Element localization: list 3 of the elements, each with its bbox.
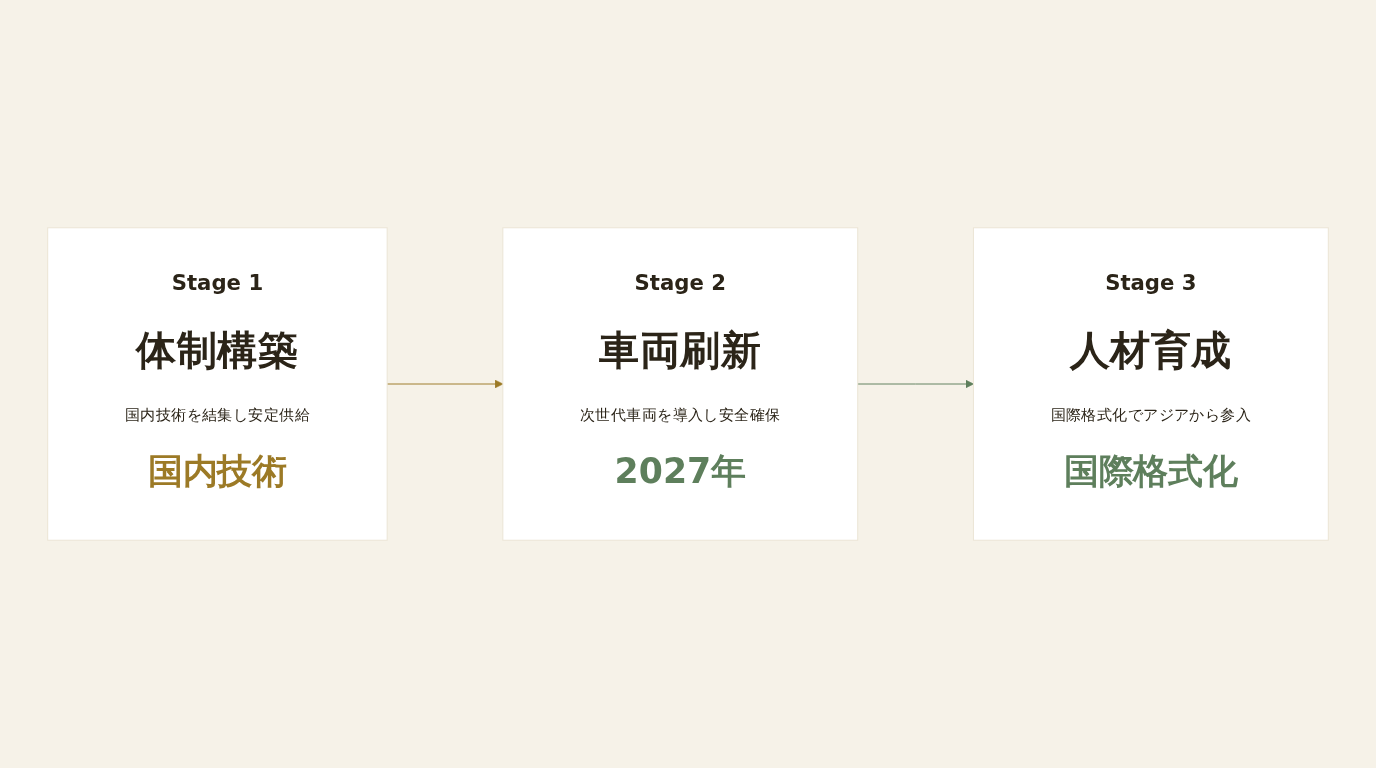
node-box: Stage 3 人材育成 国際格式化でアジアから参入 国際格式化 xyxy=(972,227,1329,541)
node-box: Stage 2 車両刷新 次世代車両を導入し安全確保 2027年 xyxy=(502,227,859,541)
node-box: Stage 1 体制構築 国内技術を結集し安定供給 国内技術 xyxy=(47,227,388,541)
